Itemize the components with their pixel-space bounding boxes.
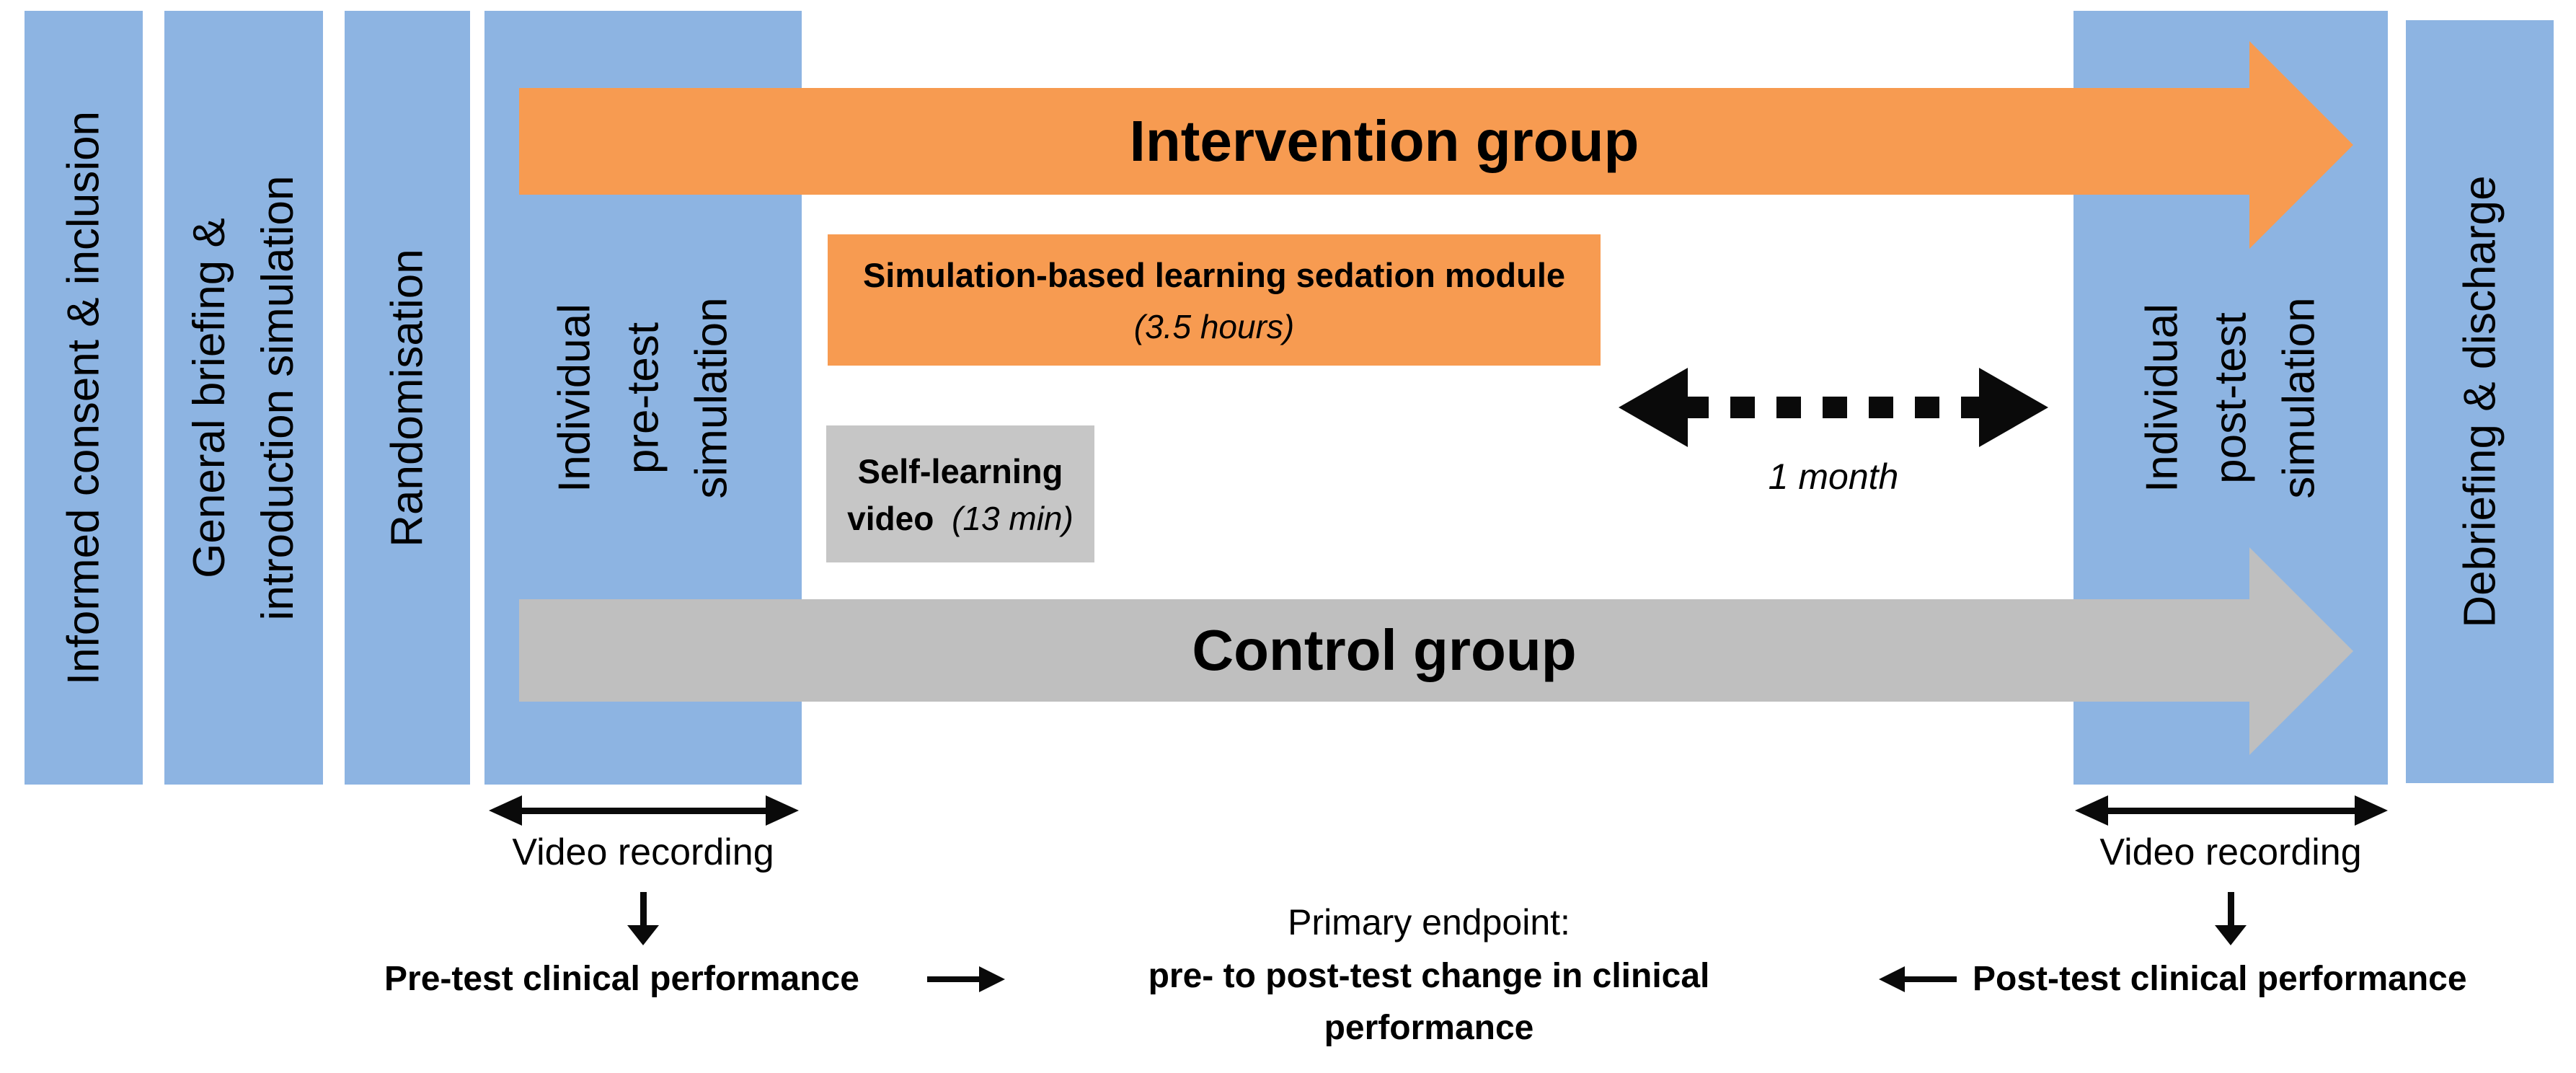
down-arrow-left-stem (639, 892, 647, 925)
video-recording-left-label: Video recording (512, 831, 774, 873)
video-recording-span-right (2075, 795, 2388, 826)
pretest-performance-label: Pre-test clinical performance (384, 960, 859, 998)
control-arrowhead-icon (2249, 547, 2353, 755)
column-randomisation-label: Randomisation (382, 248, 433, 547)
primary-endpoint-line1: pre- to post-test change in clinical (1148, 957, 1710, 995)
flow-arrow-right-line (927, 976, 983, 982)
flow-arrow-left-icon (1879, 963, 1957, 995)
one-month-arrowhead-left-icon (1619, 368, 1688, 447)
down-arrow-left-head (627, 925, 659, 945)
down-arrow-right-head (2215, 925, 2247, 945)
intervention-arrowhead-icon (2249, 41, 2353, 249)
self-learning-video-minutes: (13 min) (952, 500, 1074, 537)
down-arrow-left-icon (626, 892, 660, 945)
self-learning-video-word: video (847, 500, 934, 537)
column-randomisation: Randomisation (345, 11, 470, 785)
column-general-briefing-label: General briefing & introduction simulati… (185, 175, 303, 620)
intervention-arrow-label: Intervention group (1129, 109, 1639, 173)
control-arrow-label: Control group (1192, 618, 1577, 682)
self-learning-video-duration: video (13 min) (847, 499, 1074, 538)
posttest-performance-label: Post-test clinical performance (1973, 960, 2467, 998)
flow-arrow-left-line (1900, 976, 1957, 982)
video-recording-span-left (489, 795, 799, 826)
down-arrow-right-icon (2213, 892, 2248, 945)
flow-arrow-right-head (979, 966, 1005, 992)
intervention-arrow: Intervention group (519, 88, 2249, 195)
simulation-module-box: Simulation-based learning sedation modul… (828, 234, 1601, 366)
flow-arrow-right-icon (927, 963, 1005, 995)
simulation-module-duration: (3.5 hours) (1133, 308, 1295, 345)
one-month-dashed-line (1684, 397, 1987, 418)
column-informed-consent-label: Informed consent & inclusion (58, 110, 109, 685)
span-right-arrowhead-right-icon (2355, 795, 2388, 826)
column-debriefing-discharge: Debriefing & discharge (2406, 20, 2554, 783)
self-learning-video-title: Self-learning (857, 452, 1063, 490)
column-general-briefing: General briefing & introduction simulati… (164, 11, 323, 785)
span-right-line (2102, 807, 2360, 814)
one-month-arrowhead-right-icon (1979, 368, 2048, 447)
control-arrow: Control group (519, 599, 2249, 702)
one-month-label: 1 month (1768, 456, 1899, 497)
column-informed-consent: Informed consent & inclusion (25, 11, 143, 785)
video-recording-right-label: Video recording (2099, 831, 2362, 873)
span-left-line (516, 807, 771, 814)
primary-endpoint-block: Primary endpoint: pre- to post-test chan… (1105, 894, 1753, 1054)
span-left-arrowhead-right-icon (766, 795, 799, 826)
down-arrow-right-stem (2227, 892, 2234, 925)
primary-endpoint-title: Primary endpoint: (1288, 902, 1570, 942)
primary-endpoint-line2: performance (1324, 1009, 1534, 1047)
simulation-module-title: Simulation-based learning sedation modul… (862, 256, 1566, 294)
column-debriefing-discharge-label: Debriefing & discharge (2455, 175, 2505, 628)
self-learning-video-box: Self-learning video (13 min) (826, 425, 1094, 562)
